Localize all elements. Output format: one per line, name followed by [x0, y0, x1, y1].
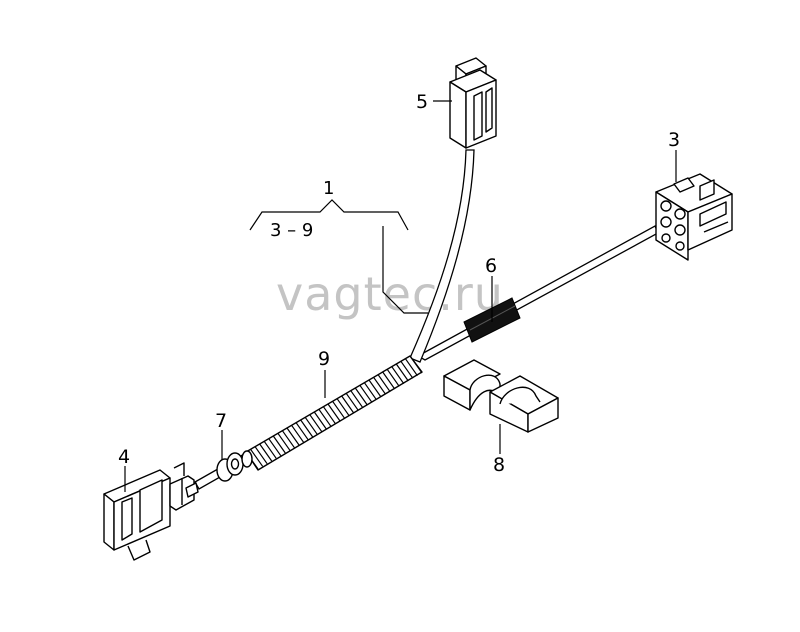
branch-wire	[409, 149, 475, 363]
watermark: vagtec.ru	[276, 267, 504, 321]
leader-lines	[124, 100, 677, 492]
callout-8: 8	[493, 454, 505, 476]
group-range: 3 – 9	[270, 220, 313, 241]
connector-3	[655, 173, 733, 261]
retaining-clip	[443, 359, 559, 433]
group-bracket: 1 3 – 9	[249, 178, 428, 314]
callout-labels: 5 3 6 9 7 4 8	[118, 91, 680, 476]
callout-7: 7	[215, 410, 227, 432]
group-number: 1	[323, 178, 334, 199]
grommet	[216, 450, 253, 482]
callout-4: 4	[118, 446, 130, 468]
callout-3: 3	[668, 129, 680, 151]
connector-4	[103, 462, 199, 561]
corrugated-sleeve	[245, 355, 423, 471]
callout-6: 6	[485, 255, 497, 277]
connector-5	[449, 57, 497, 149]
callout-5: 5	[416, 91, 428, 113]
callout-9: 9	[318, 348, 330, 370]
